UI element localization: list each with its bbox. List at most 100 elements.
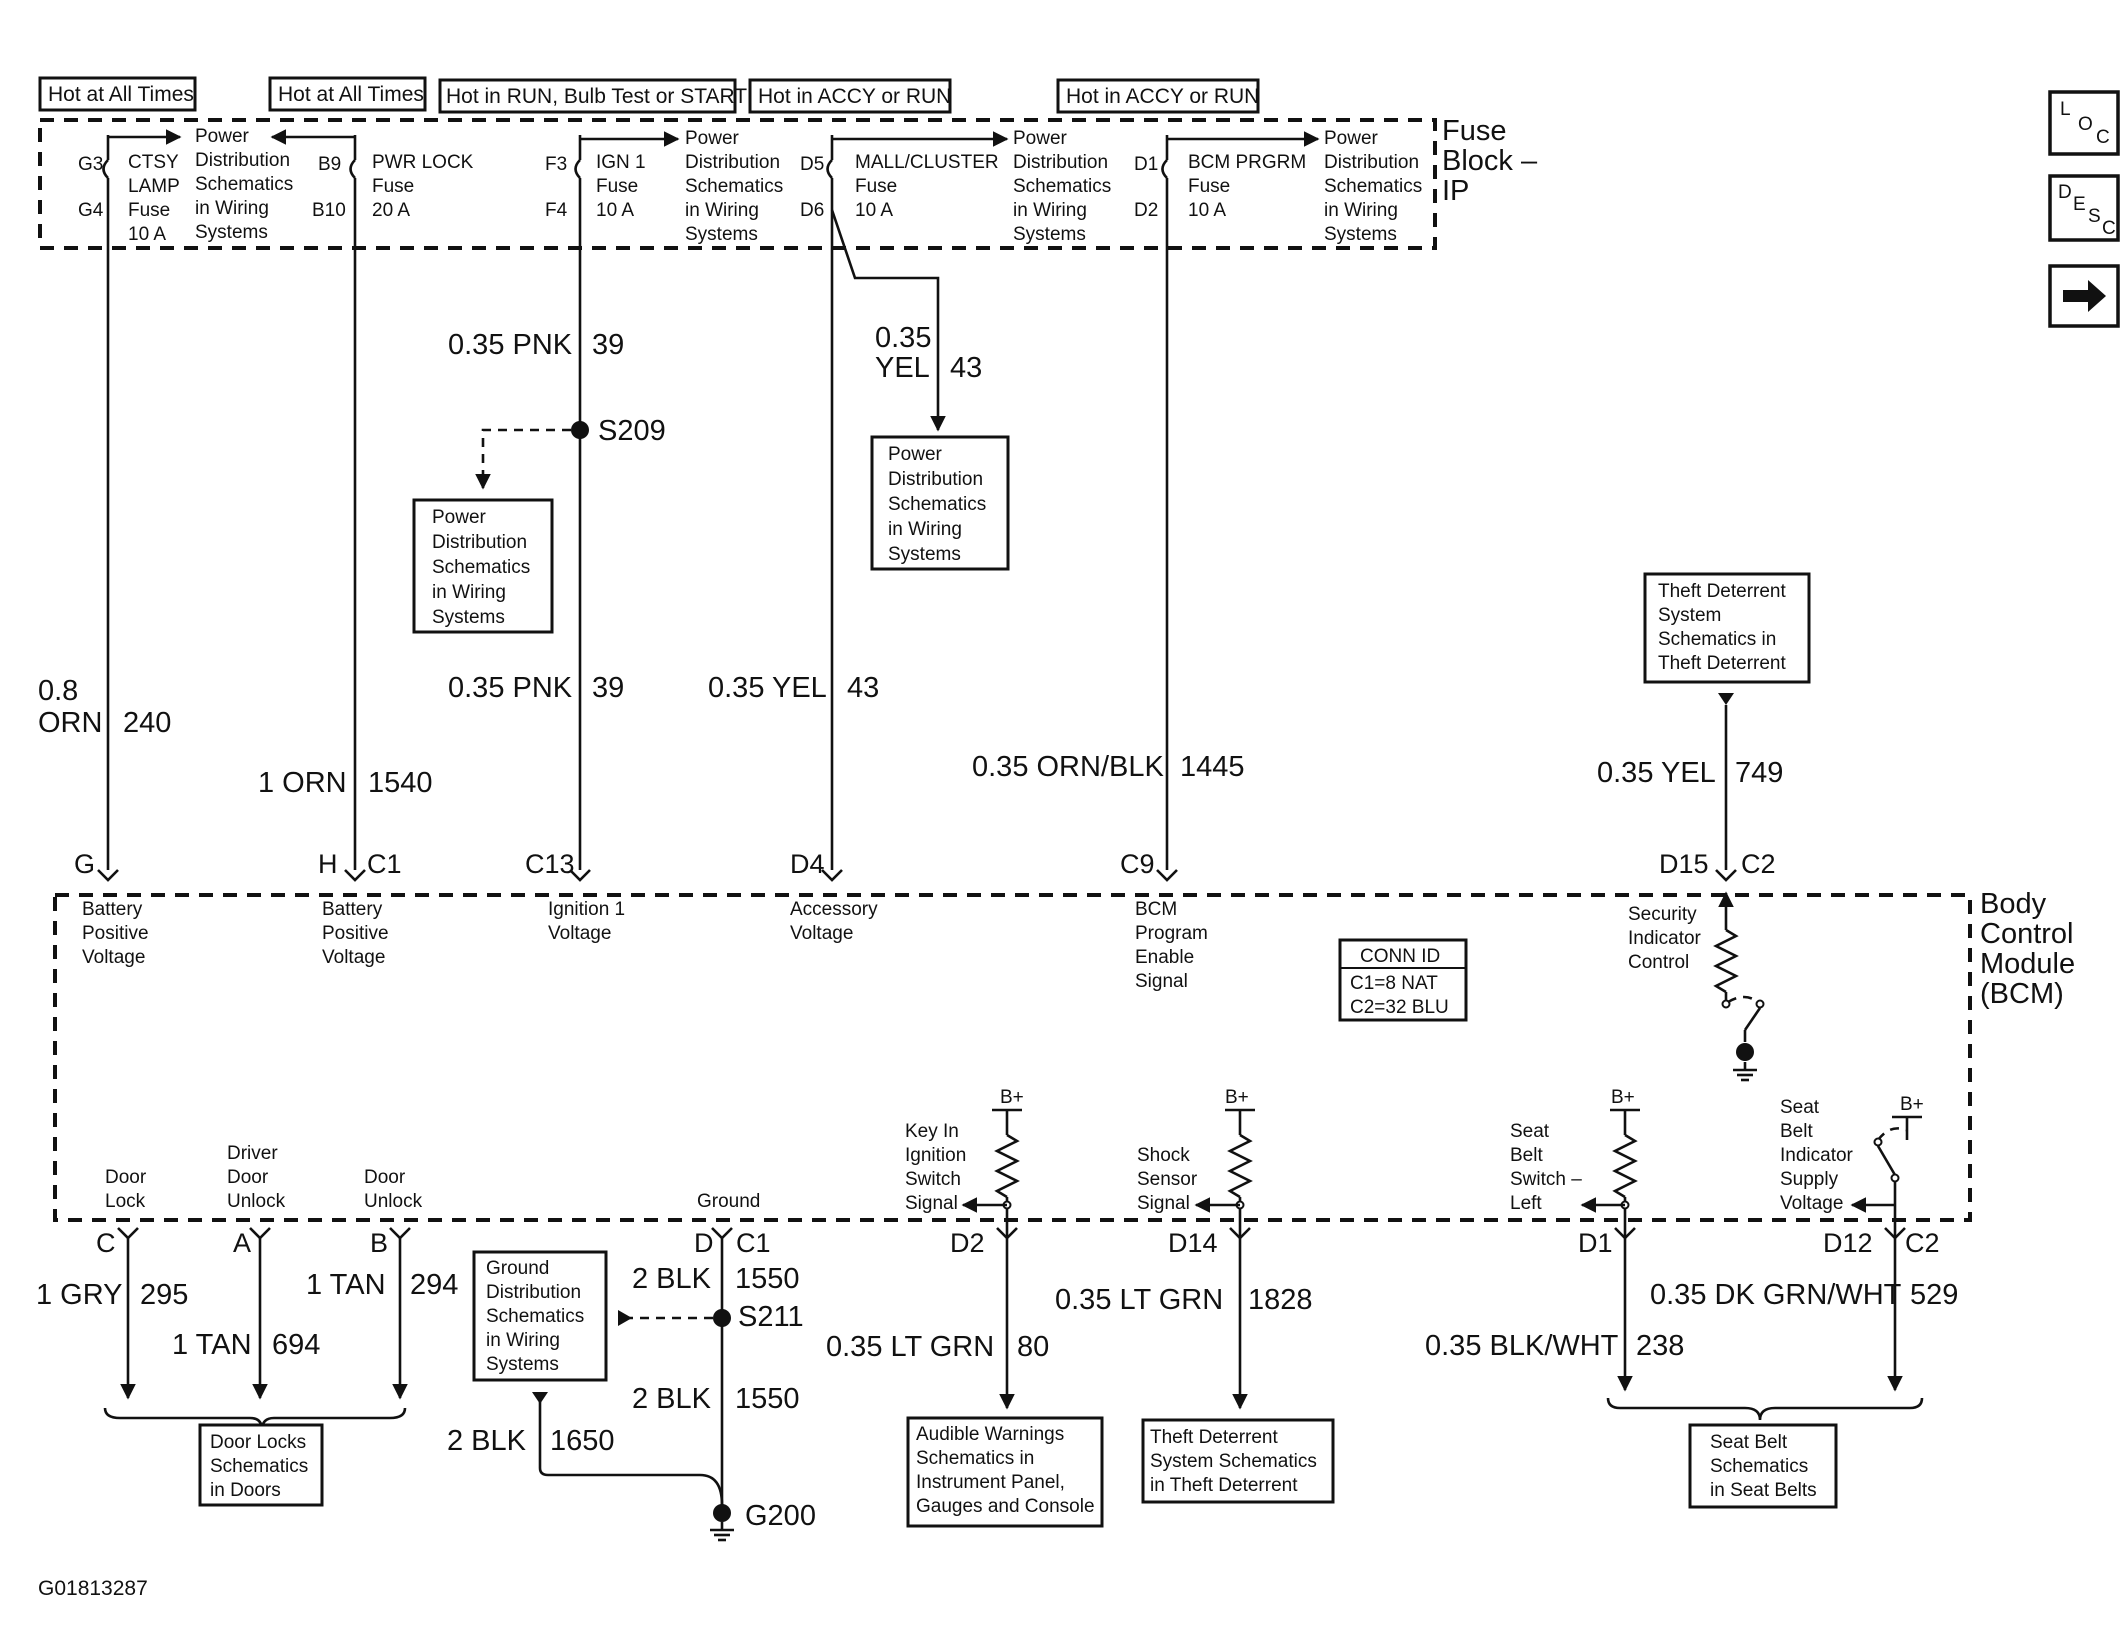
svg-text:Seat: Seat [1510,1121,1550,1142]
svg-text:C9: C9 [1120,849,1155,879]
ref-box-door-locks: Door Locks Schematics in Doors [198,1423,324,1507]
svg-text:Schematics: Schematics [685,176,783,197]
svg-text:1 GRY: 1 GRY [36,1279,123,1311]
svg-text:Signal: Signal [1137,1193,1190,1214]
header-text: Hot at All Times [48,83,194,106]
svg-text:Enable: Enable [1135,947,1194,968]
svg-text:Instrument Panel,: Instrument Panel, [916,1472,1065,1493]
svg-text:IP: IP [1442,175,1469,207]
svg-text:Schematics: Schematics [432,557,530,578]
wire-label-1540: 1 ORN 1540 [258,767,433,799]
bcm-label-door-unlock: Door Unlock [364,1167,423,1212]
svg-text:MALL/CLUSTER: MALL/CLUSTER [855,152,999,173]
svg-text:1828: 1828 [1248,1284,1313,1316]
svg-text:B: B [370,1228,388,1258]
svg-text:Theft Deterrent: Theft Deterrent [1150,1427,1278,1448]
svg-text:0.35 BLK/WHT: 0.35 BLK/WHT [1425,1330,1619,1362]
svg-text:10 A: 10 A [128,224,166,245]
svg-text:in Doors: in Doors [210,1480,281,1501]
svg-text:C: C [96,1228,116,1258]
svg-text:CONN ID: CONN ID [1360,946,1440,967]
svg-text:C2=32 BLU: C2=32 BLU [1350,997,1449,1018]
svg-text:Supply: Supply [1780,1169,1839,1190]
svg-text:IGN 1: IGN 1 [596,152,646,173]
svg-text:Ignition: Ignition [905,1145,966,1166]
svg-text:240: 240 [123,707,171,739]
svg-text:BCM PRGRM: BCM PRGRM [1188,152,1306,173]
svg-text:in Seat Belts: in Seat Belts [1710,1480,1817,1501]
svg-text:1550: 1550 [735,1383,800,1415]
svg-text:Driver: Driver [227,1143,278,1164]
svg-text:Key In: Key In [905,1121,959,1142]
loc-button[interactable]: L O C [2048,90,2120,156]
bcm-bottom-pin-labels: C A B D C1 D2 D14 D1 D12 C2 [96,1228,1940,1258]
svg-text:Schematics in: Schematics in [1658,629,1776,650]
svg-text:Systems: Systems [1324,224,1397,245]
svg-text:Distribution: Distribution [888,469,983,490]
svg-text:Voltage: Voltage [322,947,385,968]
wire-43-branch [830,209,946,432]
svg-text:Fuse: Fuse [1442,115,1506,147]
svg-text:Schematics: Schematics [1710,1456,1808,1477]
wire-door-locks [103,1238,408,1431]
svg-text:D: D [694,1228,714,1258]
svg-text:Sensor: Sensor [1137,1169,1198,1190]
next-button[interactable] [2048,264,2120,328]
bplus-label: B+ [1225,1087,1249,1108]
svg-text:C13: C13 [525,849,575,879]
svg-text:in Wiring: in Wiring [432,582,506,603]
wire-label-43: 0.35 YEL 43 [708,672,879,704]
svg-text:0.35 YEL: 0.35 YEL [708,672,827,704]
svg-text:Power: Power [685,128,740,149]
svg-text:Block –: Block – [1442,145,1538,177]
svg-text:D4: D4 [790,849,825,879]
svg-text:694: 694 [272,1329,320,1361]
bcm-label-security: Security Indicator Control [1628,904,1702,973]
svg-text:39: 39 [592,329,624,361]
security-indicator-circuit [1713,891,1765,1082]
svg-text:0.8: 0.8 [38,675,78,707]
header-hot-in-accy-1: Hot in ACCY or RUN [748,78,952,114]
bplus-label: B+ [1900,1094,1924,1115]
svg-text:10 A: 10 A [855,200,893,221]
wire-label-238: 0.35 BLK/WHT 238 [1425,1330,1684,1362]
wire-label-1650: 2 BLK 1650 [447,1425,615,1457]
bcm-label-program: BCM Program Enable Signal [1135,899,1208,992]
fuse-block-outline [38,118,1437,250]
fuse-block-title: Fuse Block – IP [1442,115,1538,207]
svg-text:Program: Program [1135,923,1208,944]
svg-text:Distribution: Distribution [1013,152,1108,173]
svg-text:D: D [2058,182,2072,203]
bcm-outline [53,893,1972,1222]
bcm-label-ignition: Ignition 1 Voltage [548,899,625,944]
svg-text:Power: Power [195,126,250,147]
svg-text:Distribution: Distribution [685,152,780,173]
svg-text:Ground: Ground [486,1258,549,1279]
wire-seat-belt [1606,1238,1924,1421]
svg-text:Schematics: Schematics [888,494,986,515]
wire-label-1550b: 2 BLK 1550 [632,1383,800,1415]
splice-s209-label: S209 [598,415,666,447]
svg-text:Signal: Signal [905,1193,958,1214]
header-hot-in-run: Hot in RUN, Bulb Test or START [438,78,747,114]
ground-g200-label: G200 [745,1500,816,1532]
fuse-bcm-prgrm: D1 D2 BCM PRGRM Fuse 10 A Power Distribu… [1134,128,1422,870]
svg-text:Indicator: Indicator [1628,928,1702,949]
bcm-top-pin-labels: G H C1 C13 D4 C9 D15 C2 [74,849,1776,879]
svg-text:1650: 1650 [550,1425,615,1457]
wire-label-80: 0.35 LT GRN 80 [826,1331,1049,1363]
svg-text:Control: Control [1980,918,2074,950]
bcm-top-connectors [97,869,1737,882]
svg-text:0.35 DK GRN/WHT: 0.35 DK GRN/WHT [1650,1279,1902,1311]
ref-box-audible-warnings: Audible Warnings Schematics in Instrumen… [906,1416,1104,1528]
svg-text:in Wiring: in Wiring [1324,200,1398,221]
svg-text:in Wiring: in Wiring [888,519,962,540]
fuse-pin: B10 [312,200,346,221]
wire-label-294: 1 TAN 294 [306,1269,458,1301]
desc-button[interactable]: D E S C [2048,174,2120,242]
wire-label-43-branch: 0.35 YEL 43 [875,322,982,384]
svg-text:H: H [318,849,338,879]
seat-belt-switch-circuit: B+ Seat Belt Switch – Left [1510,1087,1640,1237]
svg-text:0.35 YEL: 0.35 YEL [1597,757,1716,789]
